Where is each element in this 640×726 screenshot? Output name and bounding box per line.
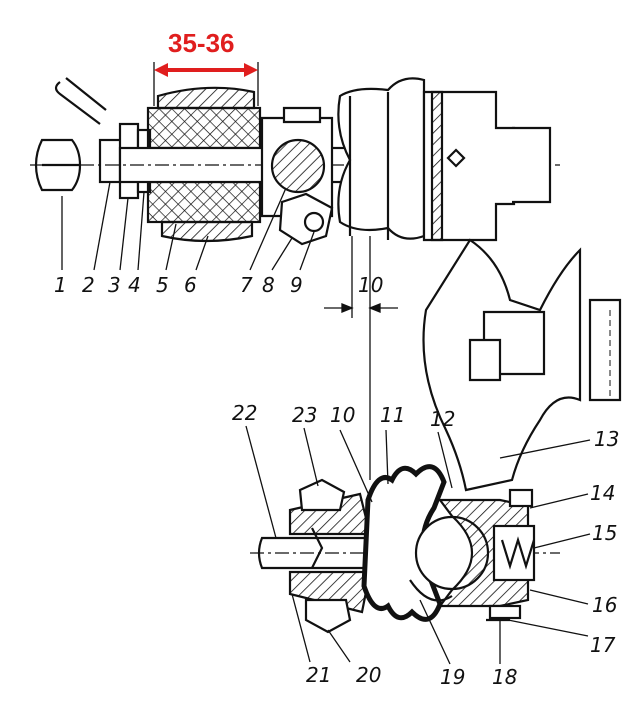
pivot-housing — [422, 90, 516, 242]
dimension-35-36: 35-36 — [153, 28, 259, 106]
ball-pin-shank — [257, 536, 374, 570]
part-label-22: 22 — [232, 401, 257, 425]
ball-joint-assembly — [250, 464, 560, 634]
part-label-9: 9 — [290, 273, 303, 297]
part-label-13: 13 — [594, 427, 619, 451]
cotter-pin — [54, 77, 107, 125]
protective-boot — [337, 77, 426, 240]
dimension-label-top: 35-36 — [168, 28, 235, 58]
part-label-1: 1 — [54, 273, 67, 297]
lever-eye-upper — [156, 86, 256, 110]
part-label-8: 8 — [262, 273, 275, 297]
part-label-23: 23 — [292, 403, 317, 427]
part-label-16: 16 — [592, 593, 617, 617]
part-label-14: 14 — [590, 481, 615, 505]
part-label-11: 11 — [380, 403, 405, 427]
part-label-5: 5 — [156, 273, 169, 297]
part-label-3: 3 — [108, 273, 121, 297]
part-label-17: 17 — [590, 633, 616, 657]
pin-nut-top — [298, 478, 346, 512]
part-label-7: 7 — [240, 273, 253, 297]
lever-eye-lower — [160, 220, 254, 243]
pin-nut-bottom — [304, 598, 352, 634]
part-label-10: 10 — [330, 403, 355, 427]
rubber-bushing-upper — [146, 106, 262, 150]
nut-2 — [98, 138, 124, 184]
dimension-label-mid: 10 — [358, 273, 383, 297]
bolt-head-top — [282, 106, 322, 124]
part-label-21: 21 — [306, 663, 331, 687]
part-label-2: 2 — [82, 273, 95, 297]
part-labels: 1 2 3 4 5 6 7 8 9 10 11 12 13 14 15 16 1… — [54, 273, 619, 689]
part-label-12: 12 — [430, 407, 455, 431]
clamp-bolt-section — [270, 138, 326, 194]
part-label-18: 18 — [492, 665, 517, 689]
rubber-bushing-lower — [146, 180, 262, 224]
part-label-19: 19 — [440, 665, 465, 689]
leader-lines — [61, 181, 591, 665]
part-label-6: 6 — [184, 273, 197, 297]
upper-assembly — [30, 77, 622, 492]
part-label-15: 15 — [592, 521, 617, 545]
clamp-nut-hole — [303, 211, 325, 233]
part-label-20: 20 — [356, 663, 381, 687]
part-label-4: 4 — [128, 273, 141, 297]
spring — [500, 536, 536, 570]
